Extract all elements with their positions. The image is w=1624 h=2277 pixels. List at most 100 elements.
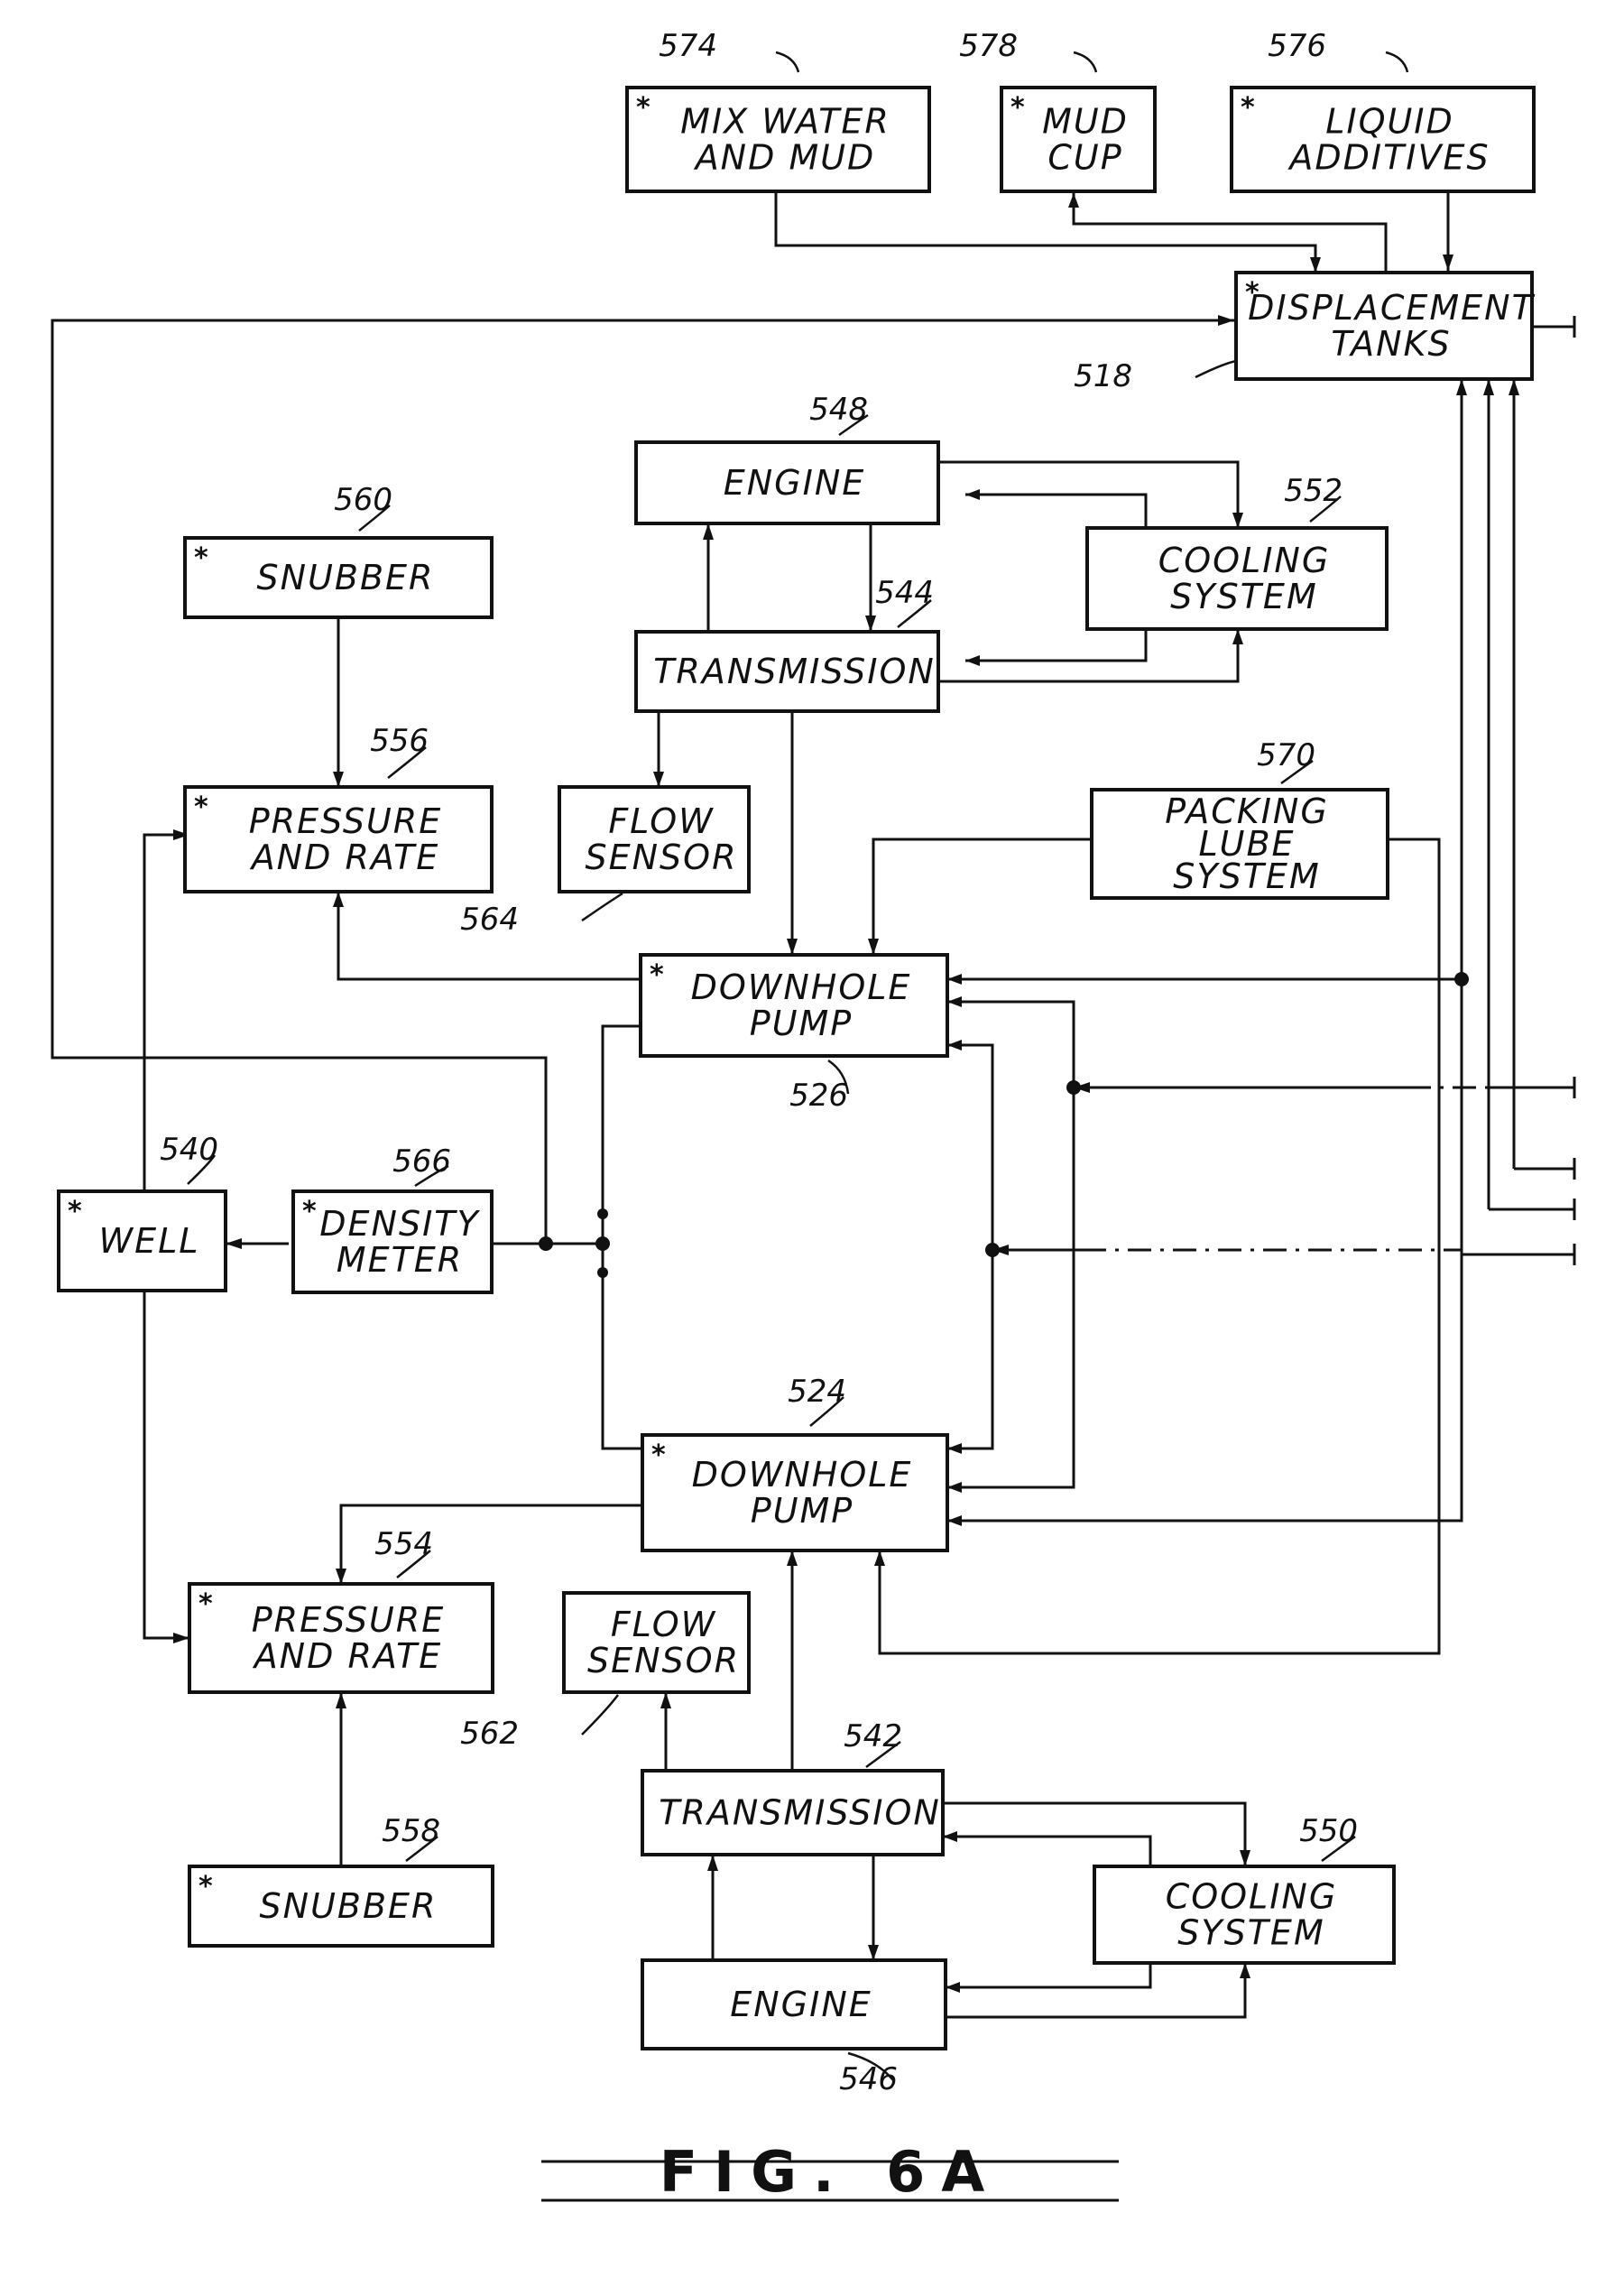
mud-cup-star: * (1010, 92, 1025, 124)
flow-top-leader-line (581, 892, 623, 922)
pump-top-ref-number: 526 (789, 1078, 848, 1114)
liquid-add-label-line: ADDITIVES (1287, 138, 1490, 178)
pump-bot-ref-number: 524 (788, 1374, 846, 1410)
well-block: * WELL 540 (57, 1132, 227, 1292)
pump-bot-leader-line (809, 1396, 844, 1427)
pr-top-star: * (194, 791, 208, 823)
flow-bot-ref-number: 562 (460, 1716, 519, 1752)
density-leader-line (414, 1164, 449, 1188)
trans-bot-leader-line (865, 1740, 901, 1769)
mix-water-label-line: AND MUD (693, 138, 876, 178)
cooling-bot-leader-line (1321, 1835, 1356, 1863)
trans-top-block: TRANSMISSION 544 (634, 575, 940, 713)
pump-top-label-line: PUMP (750, 1004, 853, 1043)
cooling-top-leader-line (1309, 495, 1342, 523)
well-label-line: WELL (99, 1221, 200, 1261)
flow-arrows (173, 193, 1519, 1993)
snubber-bot-star: * (198, 1871, 213, 1902)
density-star: * (302, 1196, 317, 1227)
pr-top-ref-number: 556 (370, 723, 429, 759)
pr-bot-star: * (198, 1588, 213, 1620)
mud-cup-label-line: CUP (1047, 138, 1122, 178)
snubber-top-star: * (194, 542, 208, 574)
pr-bot-label-line: AND RATE (252, 1636, 443, 1676)
displacement-label-line: TANKS (1331, 324, 1451, 364)
pr-top-label-line: PRESSURE (249, 801, 442, 841)
mud-cup-ref-number: 578 (959, 28, 1018, 64)
displacement-box (1234, 271, 1534, 381)
pr-bot-ref-number: 554 (374, 1526, 433, 1562)
snubber-top-ref-number: 560 (334, 482, 392, 518)
cooling-bot-label-line: SYSTEM (1177, 1913, 1324, 1953)
pump-bot-box (641, 1433, 949, 1552)
density-box (291, 1189, 494, 1294)
pump-top-label-line: DOWNHOLE (691, 967, 912, 1007)
pr-top-label-line: AND RATE (249, 838, 440, 877)
cooling-top-ref-number: 552 (1284, 473, 1343, 509)
liquid-add-star: * (1241, 92, 1255, 124)
packing-label-line: SYSTEM (1173, 856, 1320, 896)
cooling-bot-ref-number: 550 (1299, 1813, 1358, 1849)
engine-bot-label-line: ENGINE (730, 1985, 872, 2024)
mix-water-box (625, 86, 931, 193)
flow-bot-label-line: FLOW (611, 1605, 716, 1644)
flow-bot-leader-line (581, 1694, 619, 1736)
cooling-bot-label-line: COOLING (1166, 1877, 1338, 1917)
mud-cup-box (1000, 86, 1157, 193)
trans-top-label-line: TRANSMISSION (653, 652, 936, 691)
snubber-bot-box (188, 1865, 494, 1948)
pump-top-box (639, 953, 949, 1058)
pump-top-leader-line (827, 1059, 850, 1095)
junction-dots (539, 316, 1576, 1278)
pump-bot-label-line: DOWNHOLE (692, 1455, 913, 1495)
trans-bot-ref-number: 542 (844, 1718, 902, 1754)
density-label-line: METER (337, 1240, 463, 1280)
figure-caption: FIG. 6A (541, 2139, 1119, 2205)
mix-water-ref-number: 574 (659, 28, 717, 64)
density-label-line: DENSITY (319, 1204, 480, 1244)
trans-top-box (634, 630, 940, 713)
pr-bot-box (188, 1582, 494, 1694)
packing-label-line: PACKING (1165, 791, 1329, 831)
pr-top-box (183, 785, 494, 893)
mud-cup-label-line: MUD (1042, 102, 1129, 142)
liquid-add-box (1230, 86, 1536, 193)
figure-caption-text: FIG. 6A (660, 2139, 1001, 2205)
engine-bot-leader-line (847, 2051, 894, 2081)
well-star: * (68, 1196, 82, 1227)
liquid-add-ref-number: 576 (1268, 28, 1326, 64)
packing-ref-number: 570 (1257, 737, 1315, 773)
flow-top-ref-number: 564 (460, 902, 519, 938)
cooling-top-label-line: SYSTEM (1170, 577, 1317, 616)
snubber-top-leader-line (358, 504, 391, 532)
displacement-star: * (1245, 277, 1260, 309)
liquid-add-leader-line (1385, 51, 1409, 73)
pump-bot-star: * (651, 1439, 666, 1471)
trans-bot-box (641, 1769, 945, 1856)
packing-box (1090, 788, 1389, 900)
pr-top-leader-line (387, 746, 427, 779)
trans-top-ref-number: 544 (875, 575, 934, 611)
pr-bot-leader-line (396, 1550, 431, 1578)
pump-top-star: * (650, 959, 664, 991)
cooling-top-label-line: COOLING (1158, 541, 1331, 580)
well-leader-line (187, 1154, 217, 1185)
engine-top-label-line: ENGINE (724, 463, 866, 503)
pr-bot-label-line: PRESSURE (252, 1600, 445, 1640)
engine-top-box (634, 440, 940, 525)
well-ref-number: 540 (160, 1132, 218, 1168)
